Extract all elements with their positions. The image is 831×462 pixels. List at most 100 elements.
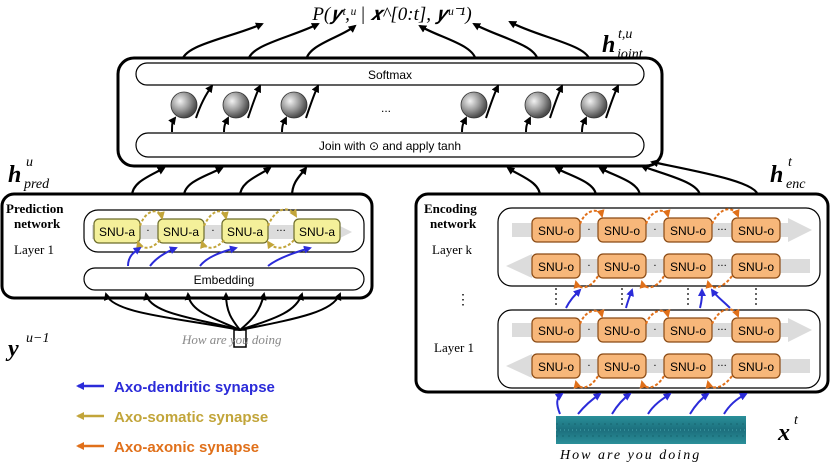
neuron-ball — [524, 91, 552, 119]
svg-text:·: · — [587, 325, 590, 336]
svg-text:Axo-axonic synapse: Axo-axonic synapse — [114, 439, 259, 456]
svg-text:SNU-o: SNU-o — [738, 224, 774, 238]
svg-text:SNU-a: SNU-a — [163, 225, 199, 239]
svg-text:SNU-o: SNU-o — [604, 360, 640, 374]
softmax-box — [135, 62, 645, 86]
snu-o-layer-k-forward: SNU-o SNU-o SNU-o SNU-o · · ··· — [531, 217, 781, 243]
neuron-ball — [170, 91, 198, 119]
svg-text:SNU-o: SNU-o — [604, 324, 640, 338]
svg-text:·: · — [587, 225, 590, 236]
softmax-label: Softmax — [368, 68, 412, 82]
prediction-input-text: How are you doing — [181, 332, 282, 347]
snu-o-unit: SNU-o — [531, 353, 581, 379]
svg-text:t: t — [794, 413, 799, 428]
snu-o-unit: SNU-o — [531, 317, 581, 343]
svg-text:SNU-o: SNU-o — [538, 360, 574, 374]
neuron-ball — [280, 91, 308, 119]
snu-o-unit: SNU-o — [531, 253, 581, 279]
legend-somatic: Axo-somatic synapse — [76, 409, 268, 426]
joint-inner-arrows — [168, 84, 619, 133]
h-pred-label: h u pred — [8, 155, 50, 192]
encoding-title-2: network — [430, 216, 477, 231]
joint-ellipsis: ... — [381, 101, 391, 115]
snu-o-unit: SNU-o — [597, 253, 647, 279]
svg-text:·: · — [653, 225, 656, 236]
joint-neurons — [170, 91, 608, 119]
svg-text:h: h — [602, 32, 615, 58]
snu-a-unit: SNU-a — [221, 218, 269, 244]
output-arrows — [180, 21, 592, 63]
svg-text:SNU-o: SNU-o — [738, 324, 774, 338]
svg-text:enc: enc — [786, 177, 806, 192]
svg-text:t,u: t,u — [618, 27, 632, 42]
snu-o-unit: SNU-o — [597, 217, 647, 243]
snu-o-unit: SNU-o — [731, 253, 781, 279]
legend-axonic: Axo-axonic synapse — [76, 439, 259, 456]
svg-text:SNU-o: SNU-o — [538, 224, 574, 238]
snu-o-unit: SNU-o — [597, 353, 647, 379]
svg-text:·: · — [653, 325, 656, 336]
svg-text:y: y — [5, 336, 19, 362]
join-box — [135, 132, 645, 158]
neuron-ball — [460, 91, 488, 119]
legend: Axo-dendritic synapse Axo-somatic synaps… — [76, 379, 275, 456]
snu-o-unit: SNU-o — [597, 317, 647, 343]
svg-text:Axo-dendritic synapse: Axo-dendritic synapse — [114, 379, 275, 396]
encoding-layer-1-label: Layer 1 — [434, 340, 474, 355]
join-label: Join with ⊙ and apply tanh — [319, 139, 461, 153]
x-t-label: x t — [777, 413, 799, 446]
svg-text:···: ··· — [717, 361, 727, 372]
enc-input-arrows — [554, 392, 748, 415]
svg-text:h: h — [8, 162, 21, 188]
snu-o-unit: SNU-o — [531, 217, 581, 243]
prediction-title-2: network — [14, 216, 61, 231]
encoding-layer-k-label: Layer k — [432, 242, 473, 257]
svg-text:SNU-o: SNU-o — [670, 360, 706, 374]
prediction-layer-label: Layer 1 — [14, 242, 54, 257]
y-prev-label: y u−1 — [5, 331, 49, 362]
axonic-loops — [573, 208, 740, 389]
neuron-ball — [222, 91, 250, 119]
embedding-label: Embedding — [194, 273, 255, 287]
spectrogram — [556, 416, 746, 444]
svg-text:SNU-a: SNU-a — [99, 225, 135, 239]
somatic-loops — [136, 208, 298, 250]
inter-layer-dots — [555, 288, 757, 306]
encoding-vdots: ⋮ — [456, 293, 470, 308]
prediction-title-1: Prediction — [6, 201, 64, 216]
h-enc-label: h t enc — [770, 155, 806, 192]
snu-o-unit: SNU-o — [663, 217, 713, 243]
svg-text:·: · — [146, 226, 149, 237]
pred-dendritic-arrows — [127, 245, 312, 267]
svg-text:x: x — [777, 420, 790, 446]
svg-text:···: ··· — [276, 226, 286, 237]
svg-text:SNU-a: SNU-a — [227, 225, 263, 239]
svg-text:u: u — [26, 155, 33, 170]
svg-text:Axo-somatic synapse: Axo-somatic synapse — [114, 409, 268, 426]
snu-o-unit: SNU-o — [731, 353, 781, 379]
svg-text:·: · — [653, 361, 656, 372]
neuron-ball — [580, 91, 608, 119]
svg-text:SNU-o: SNU-o — [670, 260, 706, 274]
snu-a-unit: SNU-a — [293, 218, 341, 244]
svg-text:·: · — [587, 261, 590, 272]
svg-text:pred: pred — [23, 177, 50, 192]
svg-text:SNU-o: SNU-o — [538, 324, 574, 338]
svg-text:·: · — [211, 226, 214, 237]
svg-text:SNU-o: SNU-o — [604, 224, 640, 238]
snu-a-unit: SNU-a — [157, 218, 205, 244]
svg-text:t: t — [788, 155, 793, 170]
svg-text:SNU-o: SNU-o — [604, 260, 640, 274]
snu-o-unit: SNU-o — [731, 217, 781, 243]
output-formula: P(𝒚ᵗ,ᵘ | 𝒙^[0:t], 𝒚ᵘ⁻¹) — [311, 4, 471, 25]
svg-text:···: ··· — [717, 261, 727, 272]
snu-o-unit: SNU-o — [731, 317, 781, 343]
snu-o-layer-k-backward: SNU-o SNU-o SNU-o SNU-o · · ··· — [531, 253, 781, 279]
svg-text:h: h — [770, 162, 783, 188]
svg-text:···: ··· — [717, 325, 727, 336]
svg-text:·: · — [653, 261, 656, 272]
svg-text:SNU-o: SNU-o — [738, 260, 774, 274]
snu-o-unit: SNU-o — [663, 317, 713, 343]
enc-dendritic-arrows — [565, 288, 731, 309]
